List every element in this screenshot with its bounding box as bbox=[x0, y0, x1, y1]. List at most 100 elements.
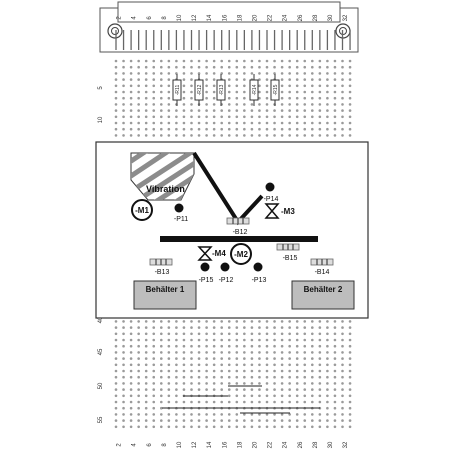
perfboard-hole bbox=[160, 115, 163, 119]
perfboard-hole bbox=[114, 326, 118, 329]
perfboard-hole bbox=[341, 413, 344, 416]
perfboard-hole bbox=[152, 78, 156, 81]
perfboard-hole bbox=[129, 109, 133, 112]
perfboard-hole bbox=[258, 72, 261, 75]
perfboard-hole bbox=[129, 134, 133, 137]
perfboard-hole bbox=[227, 115, 231, 119]
perfboard-hole bbox=[175, 357, 178, 360]
perfboard-hole bbox=[182, 382, 186, 385]
perfboard-hole bbox=[250, 344, 254, 348]
perfboard-hole bbox=[212, 332, 216, 336]
perfboard-hole bbox=[182, 400, 186, 404]
perfboard-hole bbox=[265, 382, 269, 385]
perfboard-hole bbox=[258, 400, 261, 404]
perfboard-hole bbox=[341, 72, 344, 75]
perfboard-hole bbox=[205, 419, 208, 422]
perfboard-hole bbox=[167, 121, 171, 125]
perfboard-hole bbox=[167, 109, 171, 112]
perfboard-hole bbox=[295, 338, 299, 342]
perfboard-hole bbox=[243, 65, 246, 69]
perfboard-hole bbox=[144, 425, 148, 429]
sensor-b13-label: -B13 bbox=[155, 269, 170, 276]
perfboard-hole bbox=[182, 134, 186, 137]
perfboard-hole bbox=[295, 90, 299, 94]
perfboard-hole bbox=[122, 357, 125, 360]
perfboard-hole bbox=[227, 103, 231, 106]
perfboard-hole bbox=[122, 115, 125, 119]
perfboard-hole bbox=[235, 375, 239, 379]
button-p13: -P13 bbox=[252, 262, 266, 284]
perfboard-hole bbox=[205, 72, 208, 75]
valve-m3: -M3 bbox=[264, 203, 295, 219]
perfboard-hole bbox=[311, 413, 314, 416]
perfboard-hole bbox=[280, 413, 284, 416]
perfboard-hole bbox=[129, 72, 133, 75]
perfboard-hole bbox=[258, 59, 261, 63]
perfboard-hole bbox=[122, 320, 125, 323]
perfboard-hole bbox=[114, 134, 118, 137]
perfboard-holes bbox=[114, 59, 352, 429]
perfboard-hole bbox=[235, 363, 239, 367]
perfboard-hole bbox=[303, 127, 307, 131]
perfboard-hole bbox=[152, 394, 156, 398]
perfboard-hole bbox=[227, 65, 231, 69]
perfboard-hole bbox=[258, 357, 261, 360]
perfboard-hole bbox=[129, 344, 133, 348]
perfboard-hole bbox=[182, 103, 186, 106]
top-pin-label: 18 bbox=[237, 14, 243, 21]
perfboard-hole bbox=[295, 357, 299, 360]
perfboard-hole bbox=[258, 394, 261, 398]
perfboard-hole bbox=[167, 134, 171, 137]
perfboard-hole bbox=[227, 338, 231, 342]
perfboard-hole bbox=[333, 72, 337, 75]
perfboard-hole bbox=[265, 419, 269, 422]
perfboard-hole bbox=[326, 115, 329, 119]
perfboard-hole bbox=[114, 332, 118, 336]
perfboard-hole bbox=[197, 363, 201, 367]
resistor: -R13 bbox=[216, 74, 226, 106]
perfboard-hole bbox=[114, 369, 118, 373]
perfboard-hole bbox=[235, 419, 239, 422]
perfboard-hole bbox=[318, 388, 322, 391]
perfboard-hole bbox=[341, 326, 344, 329]
perfboard-hole bbox=[137, 59, 140, 63]
perfboard-hole bbox=[341, 134, 344, 137]
perfboard-hole bbox=[175, 369, 178, 373]
perfboard-hole bbox=[129, 363, 133, 367]
perfboard-hole bbox=[288, 338, 291, 342]
perfboard-hole bbox=[333, 96, 337, 100]
perfboard-hole bbox=[265, 413, 269, 416]
perfboard-hole bbox=[167, 326, 171, 329]
perfboard-hole bbox=[311, 109, 314, 112]
perfboard-hole bbox=[265, 425, 269, 429]
perfboard-hole bbox=[348, 357, 352, 360]
perfboard-hole bbox=[144, 369, 148, 373]
perfboard-hole bbox=[295, 425, 299, 429]
perfboard-hole bbox=[152, 351, 156, 354]
perfboard-hole bbox=[175, 59, 178, 63]
perfboard-hole bbox=[205, 375, 208, 379]
perfboard-hole bbox=[129, 357, 133, 360]
perfboard-hole bbox=[227, 382, 231, 385]
perfboard-hole bbox=[243, 326, 246, 329]
perfboard-hole bbox=[129, 326, 133, 329]
perfboard-hole bbox=[273, 326, 276, 329]
perfboard-hole bbox=[137, 65, 140, 69]
perfboard-hole bbox=[152, 65, 156, 69]
perfboard-hole bbox=[250, 400, 254, 404]
perfboard-hole bbox=[114, 127, 118, 131]
resistor-label: -R14 bbox=[252, 84, 258, 95]
perfboard-hole bbox=[235, 59, 239, 63]
perfboard-hole bbox=[205, 363, 208, 367]
resistor: -R15 bbox=[270, 74, 280, 106]
perfboard-hole bbox=[175, 332, 178, 336]
perfboard-hole bbox=[265, 65, 269, 69]
sensor-b15-label: -B15 bbox=[283, 255, 298, 262]
perfboard-hole bbox=[122, 96, 125, 100]
perfboard-hole bbox=[220, 127, 223, 131]
perfboard-hole bbox=[227, 96, 231, 100]
perfboard-hole bbox=[212, 357, 216, 360]
perfboard-hole bbox=[333, 357, 337, 360]
perfboard-hole bbox=[280, 72, 284, 75]
perfboard-hole bbox=[205, 59, 208, 63]
